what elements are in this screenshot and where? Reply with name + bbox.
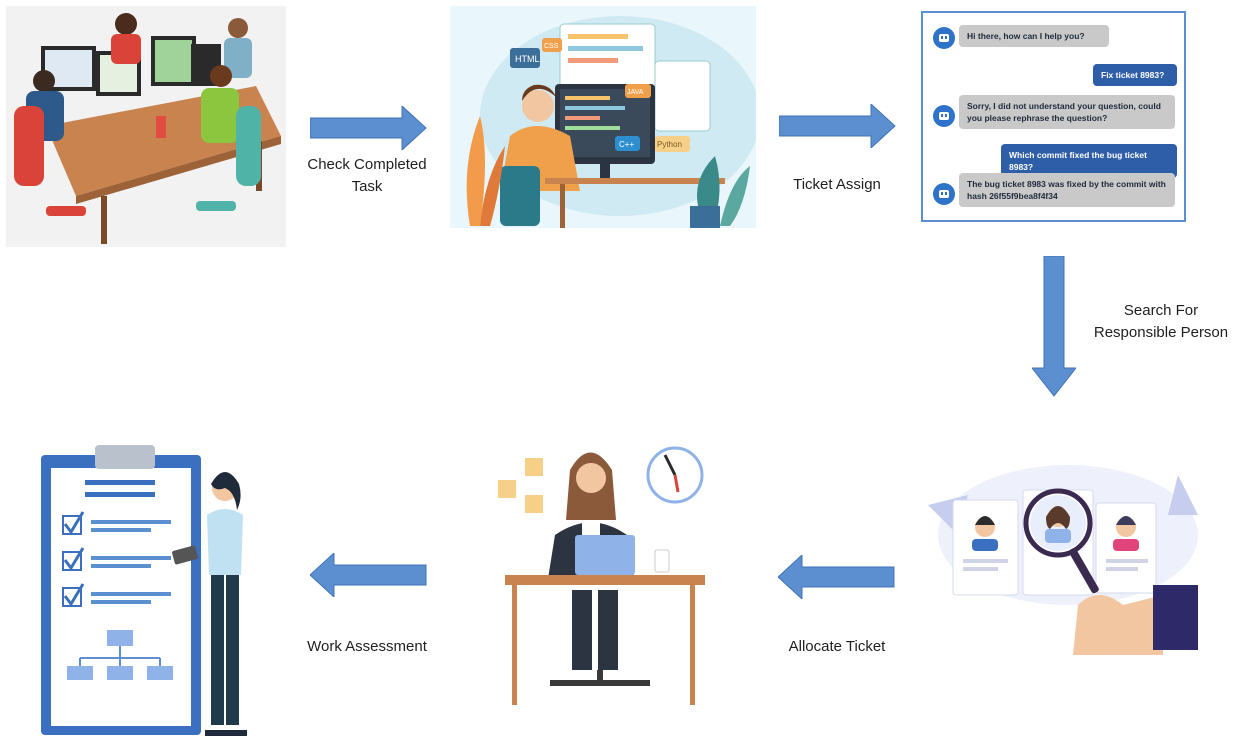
label-check-completed-task: Check Completed Task xyxy=(307,156,427,195)
clipboard-svg xyxy=(41,445,247,736)
chat-message-bot-2: Sorry, I did not understand your questio… xyxy=(959,95,1175,129)
flow-arrow-right-1 xyxy=(310,106,427,150)
team-desk-svg xyxy=(14,13,281,244)
chat-message-user-2: Which commit fixed the bug ticket 8983? xyxy=(1001,144,1177,178)
python-tag: Python xyxy=(657,140,682,149)
worker-svg xyxy=(498,446,705,705)
label-search-responsible-person: Search For Responsible Person xyxy=(1093,302,1229,341)
cpp-tag: C++ xyxy=(619,140,634,149)
developer-coding-illustration: HTML CSS JAVA C++ Python xyxy=(450,6,756,228)
worker-laptop-illustration xyxy=(490,440,720,715)
css-tag: CSS xyxy=(544,43,559,50)
flow-arrow-left-2 xyxy=(310,553,427,597)
bot-avatar-icon xyxy=(933,27,955,49)
label-work-assessment: Work Assessment xyxy=(307,638,427,655)
flow-arrow-down xyxy=(1032,256,1076,397)
chatbot-window: Hi there, how can I help you? Fix ticket… xyxy=(921,11,1186,222)
profiles-svg xyxy=(928,465,1198,655)
work-assessment-illustration xyxy=(35,440,265,740)
label-allocate-ticket: Allocate Ticket xyxy=(788,638,886,655)
chat-message-user-1: Fix ticket 8983? xyxy=(1093,64,1177,86)
team-working-illustration xyxy=(6,6,286,247)
html-tag: HTML xyxy=(515,54,540,64)
label-ticket-assign: Ticket Assign xyxy=(793,176,881,193)
chat-message-bot-3: The bug ticket 8983 was fixed by the com… xyxy=(959,173,1175,207)
flow-arrow-left-1 xyxy=(778,555,895,599)
developer-svg: HTML CSS JAVA C++ Python xyxy=(466,16,756,228)
search-profiles-illustration xyxy=(928,455,1208,655)
bot-avatar-icon xyxy=(933,183,955,205)
flow-arrow-right-2 xyxy=(779,104,896,148)
bot-avatar-icon xyxy=(933,105,955,127)
java-tag: JAVA xyxy=(627,89,644,96)
chat-message-bot-1: Hi there, how can I help you? xyxy=(959,25,1109,47)
